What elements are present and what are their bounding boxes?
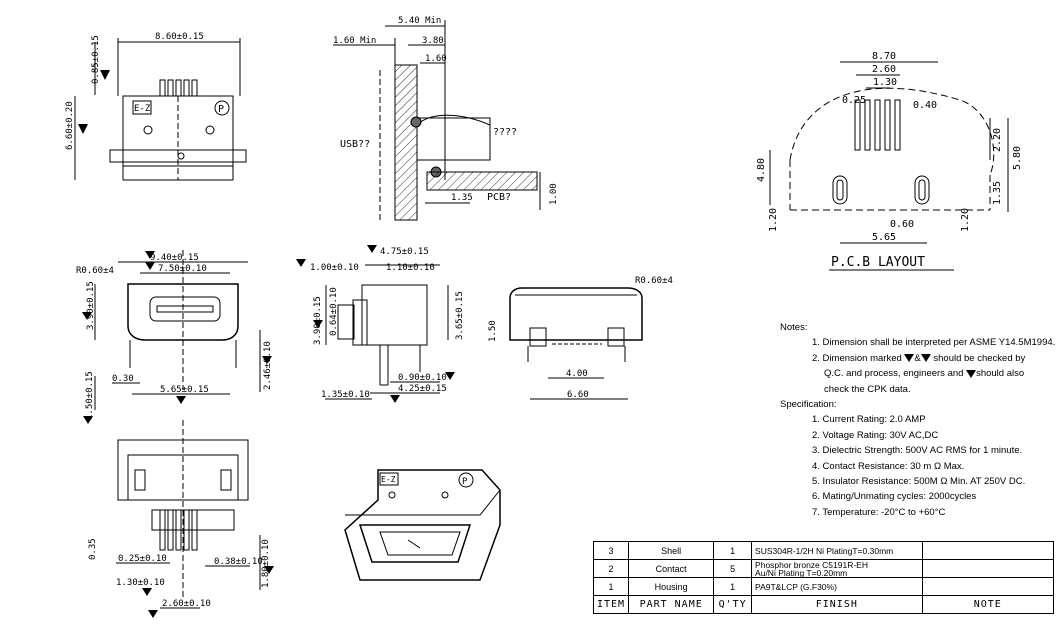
svg-text:4.00: 4.00: [566, 369, 588, 379]
svg-text:8.70: 8.70: [872, 51, 896, 62]
svg-text:1.60 Min: 1.60 Min: [333, 36, 376, 46]
bill-of-materials: 3 Shell 1 SUS304R-1/2H Ni PlatingT=0.30m…: [592, 541, 1055, 614]
notes-block: Notes: 1. Dimension shall be interpreted…: [780, 320, 1058, 520]
svg-text:1.10±0.10: 1.10±0.10: [386, 263, 435, 273]
spec-1: 1. Current Rating: 2.0 AMP: [812, 414, 926, 426]
svg-text:2.60: 2.60: [872, 64, 896, 75]
top-view: E-Z P 8.60±0.15 0.85±0.15 6.60±0.20: [65, 32, 247, 181]
iso-ez-logo: [379, 472, 399, 486]
front-view: R0.60±4 9.40±0.15 7.50±0.10 3.90±0.15 2.…: [76, 250, 273, 424]
ez-logo: [132, 100, 152, 115]
svg-text:1.00±0.10: 1.00±0.10: [310, 263, 359, 273]
bom-row: 1 Housing 1 PA9T&LCP (G.F30%): [592, 577, 1055, 596]
svg-text:4.80: 4.80: [756, 158, 767, 182]
note-2-cont: Q.C. and process, engineers and should a…: [824, 368, 1025, 380]
pcb-layout-title: P.C.B LAYOUT: [831, 255, 925, 270]
svg-text:3.80: 3.80: [422, 36, 444, 46]
svg-text:2.60±0.10: 2.60±0.10: [162, 599, 211, 609]
svg-text:0.85±0.15: 0.85±0.15: [91, 35, 101, 84]
note-1: 1. Dimension shall be interpreted per AS…: [812, 337, 1056, 349]
svg-text:9.40±0.15: 9.40±0.15: [150, 253, 199, 263]
ez-logo-text: E-Z: [134, 104, 151, 114]
side-view: 4.75±0.15 1.00±0.10 1.10±0.10 3.90±0.15 …: [296, 245, 465, 403]
p-mark-icon: [214, 100, 230, 116]
svg-text:1.00: 1.00: [549, 183, 559, 205]
spec-7: 7. Temperature: -20°C to +60°C: [812, 506, 946, 518]
svg-text:R0.60±4: R0.60±4: [76, 266, 114, 276]
svg-text:2.20: 2.20: [992, 128, 1003, 152]
svg-text:????: ????: [493, 127, 517, 138]
svg-text:1.20: 1.20: [960, 208, 971, 232]
side-section-view: 5.40 Min 1.60 Min 3.80 1.60 USB?? ???? P…: [333, 16, 559, 221]
svg-text:5.80: 5.80: [1012, 146, 1023, 170]
svg-text:7.50±0.10: 7.50±0.10: [158, 264, 207, 274]
svg-text:4.75±0.15: 4.75±0.15: [380, 247, 429, 257]
svg-text:5.65: 5.65: [872, 232, 896, 243]
svg-text:1.20: 1.20: [768, 208, 779, 232]
spec-4: 4. Contact Resistance: 30 m Ω Max.: [812, 460, 965, 472]
svg-text:3.90±0.15: 3.90±0.15: [86, 281, 96, 330]
iso-view: E-Z P: [344, 469, 501, 581]
spec-6: 6. Mating/Unmating cycles: 2000cycles: [812, 491, 977, 503]
svg-text:0.38±0.10: 0.38±0.10: [214, 557, 263, 567]
svg-text:1.35: 1.35: [451, 193, 473, 203]
spec-3: 3. Dielectric Strength: 500V AC RMS for …: [812, 445, 1023, 457]
svg-text:0.35: 0.35: [88, 538, 98, 560]
svg-text:1.35±0.10: 1.35±0.10: [321, 390, 370, 400]
iso-p-mark-icon: [458, 472, 474, 488]
svg-text:0.64±0.10: 0.64±0.10: [329, 287, 339, 336]
filled-triangle-icon: [920, 354, 931, 363]
spec-5: 5. Insulator Resistance: 500M Ω Min. AT …: [812, 476, 1026, 488]
pcb-layout: 8.70 2.60 1.30 0.25 0.40 2.20 5.80 4.80 …: [756, 51, 1023, 271]
svg-text:P: P: [462, 477, 468, 487]
svg-text:E-Z: E-Z: [381, 475, 396, 484]
bom-row: 3 Shell 1 SUS304R-1/2H Ni PlatingT=0.30m…: [592, 541, 1055, 560]
svg-text:6.60: 6.60: [567, 390, 589, 400]
svg-text:PCB?: PCB?: [487, 192, 511, 203]
svg-text:4.25±0.15: 4.25±0.15: [398, 384, 447, 394]
svg-text:P: P: [218, 104, 224, 115]
note-2-end: check the CPK data.: [824, 383, 911, 395]
svg-text:3.65±0.15: 3.65±0.15: [455, 291, 465, 340]
svg-text:5.65±0.15: 5.65±0.15: [160, 385, 209, 395]
bom-header: ITEM PART NAME Q'TY FINISH NOTE: [592, 595, 1055, 614]
open-triangle-icon: [904, 354, 915, 363]
svg-text:1.30±0.10: 1.30±0.10: [116, 578, 165, 588]
svg-text:1.50: 1.50: [488, 320, 498, 342]
svg-text:6.60±0.20: 6.60±0.20: [65, 101, 75, 150]
svg-text:1.60: 1.60: [425, 54, 447, 64]
svg-text:1.50±0.15: 1.50±0.15: [85, 371, 95, 420]
notes-heading: Notes:: [780, 322, 808, 333]
svg-text:0.60: 0.60: [890, 219, 914, 230]
spec-heading: Specification:: [780, 399, 837, 411]
svg-text:R0.60±4: R0.60±4: [635, 276, 673, 286]
svg-text:0.30: 0.30: [112, 374, 134, 384]
svg-text:5.40 Min: 5.40 Min: [398, 16, 441, 26]
dim-width: 8.60±0.15: [155, 32, 204, 42]
svg-text:1.80±0.10: 1.80±0.10: [261, 539, 271, 588]
svg-text:0.90±0.10: 0.90±0.10: [398, 373, 447, 383]
open-triangle-icon: [966, 369, 977, 378]
svg-text:1.30: 1.30: [873, 77, 897, 88]
note-2: 2. Dimension marked & should be checked …: [812, 352, 1026, 364]
spec-2: 2. Voltage Rating: 30V AC,DC: [812, 429, 939, 441]
svg-text:0.25: 0.25: [842, 95, 866, 106]
svg-text:1.35: 1.35: [992, 181, 1003, 205]
rear-view: R0.60±4 1.50 4.00 6.60: [488, 276, 673, 400]
svg-text:0.40: 0.40: [913, 100, 937, 111]
svg-text:0.25±0.10: 0.25±0.10: [118, 554, 167, 564]
bottom-view: 0.35 0.25±0.10 1.30±0.10 0.38±0.10 1.80±…: [88, 420, 274, 618]
svg-text:USB??: USB??: [340, 139, 370, 150]
svg-text:2.46±0.10: 2.46±0.10: [263, 341, 273, 390]
